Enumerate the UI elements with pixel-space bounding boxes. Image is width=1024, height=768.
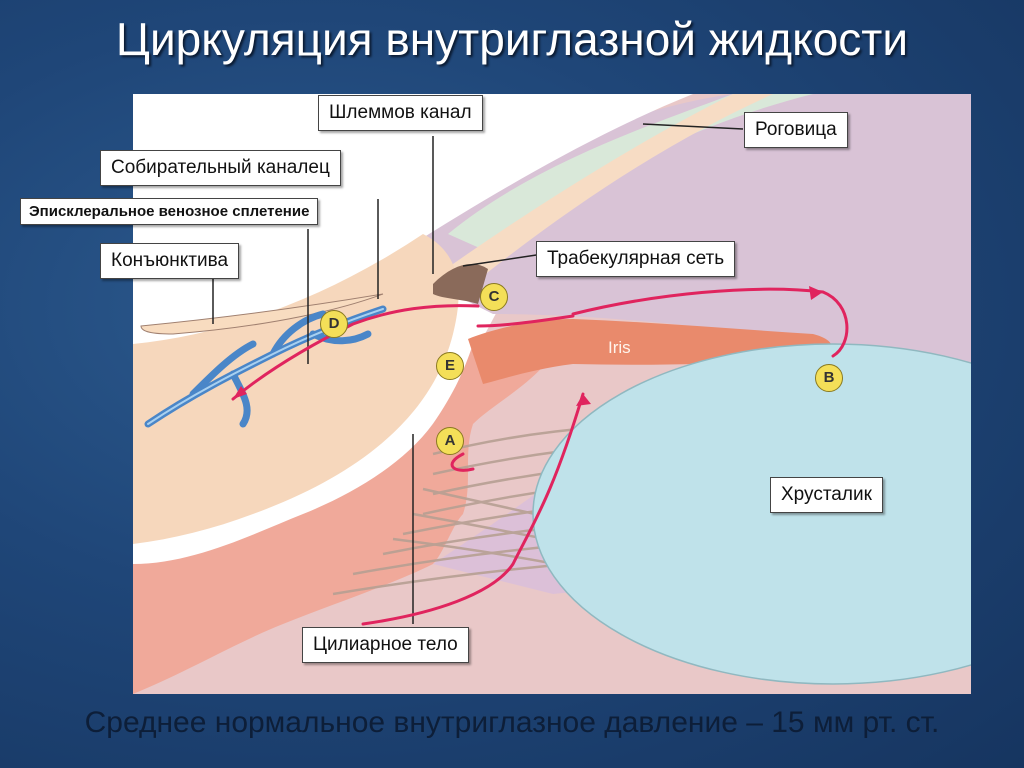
collector-channel-label: Собирательный каналец bbox=[100, 150, 341, 186]
marker-a: A bbox=[436, 427, 464, 455]
lens-label: Хрусталик bbox=[770, 477, 883, 513]
trabecular-meshwork-label: Трабекулярная сеть bbox=[536, 241, 736, 277]
schlemm-canal-label: Шлеммов канал bbox=[318, 95, 483, 131]
slide-title: Циркуляция внутриглазной жидкости bbox=[115, 13, 909, 65]
marker-c: C bbox=[480, 283, 508, 311]
marker-e: E bbox=[436, 352, 464, 380]
iris-label: Iris bbox=[608, 338, 631, 357]
conjunctiva-label: Конъюнктива bbox=[100, 243, 240, 279]
cornea-label: Роговица bbox=[744, 112, 848, 148]
episcleral-plexus-label: Эписклеральное венозное сплетение bbox=[20, 198, 319, 225]
pressure-footer: Среднее нормальное внутриглазное давлени… bbox=[84, 706, 940, 739]
ciliary-body-label: Цилиарное тело bbox=[302, 627, 469, 663]
marker-b: B bbox=[815, 364, 843, 392]
marker-d: D bbox=[320, 310, 348, 338]
